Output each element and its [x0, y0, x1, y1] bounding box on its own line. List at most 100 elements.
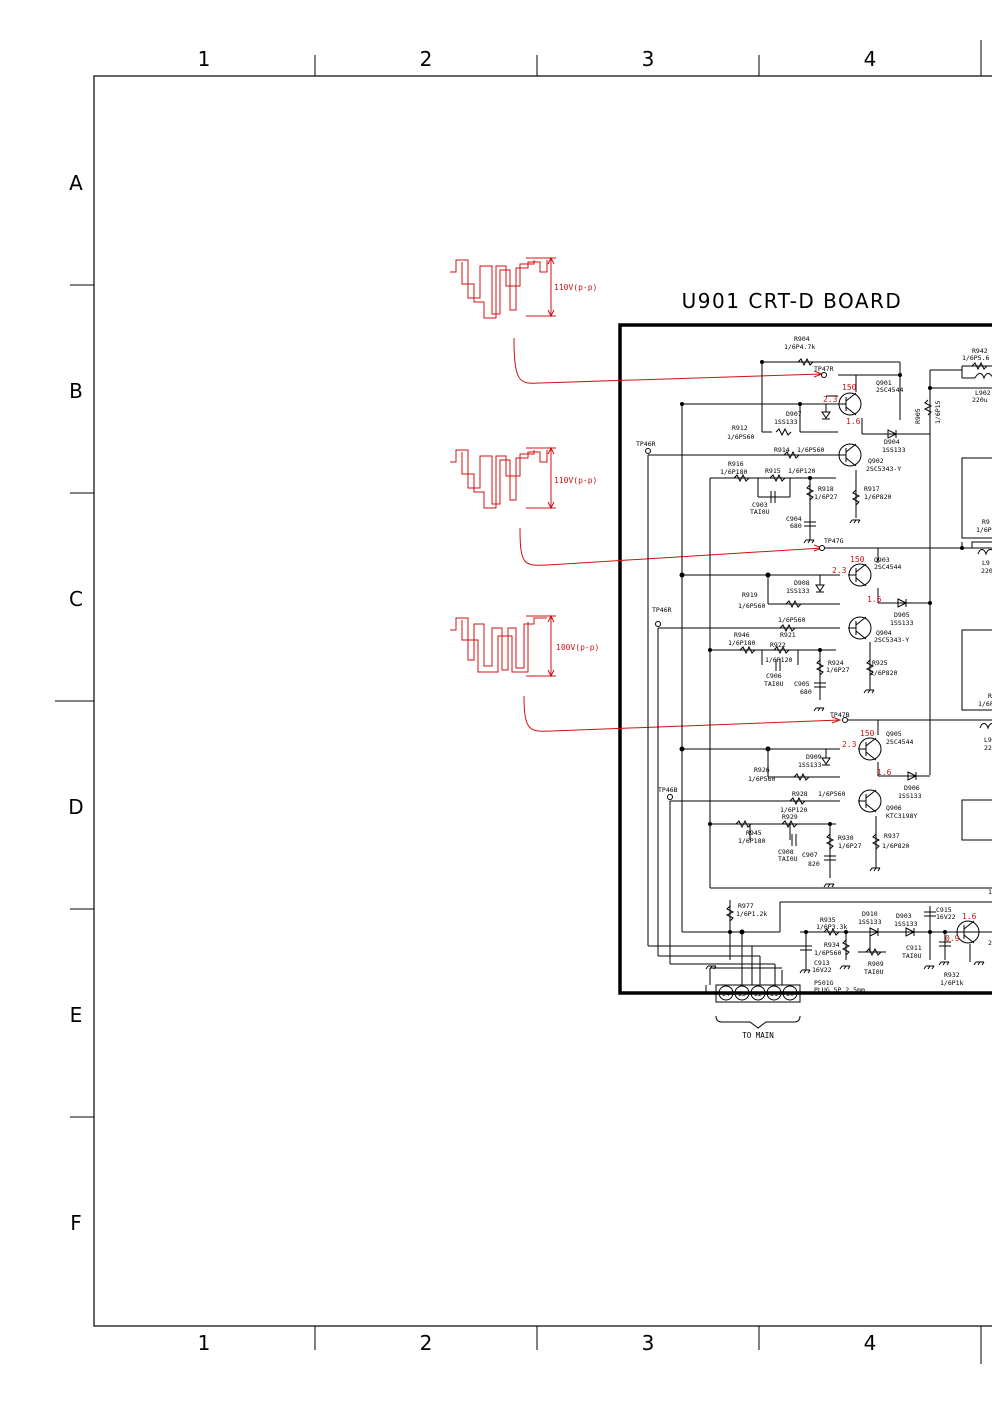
component-ref: R922	[770, 641, 786, 649]
component-ref: R904	[794, 335, 810, 343]
waveform-b	[450, 614, 842, 732]
component-ref: R9	[982, 518, 990, 526]
component-ref: L902	[975, 389, 991, 397]
component-ref: C906	[766, 672, 782, 680]
component-ref: D903	[896, 912, 912, 920]
test-point-label: TP47G	[824, 537, 844, 545]
component-ref: R929	[782, 813, 798, 821]
component-ref: R977	[738, 902, 754, 910]
connector-pin: 22	[754, 990, 762, 998]
component-ref: R912	[732, 424, 748, 432]
test-point-label: TP46R	[652, 606, 672, 614]
component-ref: R928	[792, 790, 808, 798]
component-ref: Q905	[886, 730, 902, 738]
connector-pin-labels: 24 23 22 21 20	[722, 990, 794, 998]
component-ref: Q903	[874, 556, 890, 564]
component-ref: C905	[794, 680, 810, 688]
connector-pin: 24	[722, 990, 730, 998]
component-value: 1SS133	[858, 918, 882, 926]
column-label: 4	[864, 47, 877, 71]
component-value: 1/6P560	[814, 949, 841, 957]
component-ref: R924	[828, 659, 844, 667]
component-ref: Q904	[876, 629, 892, 637]
component-value: 1/6P180	[720, 468, 747, 476]
voltage-label: 1.6	[867, 595, 882, 604]
component-value: 1/6P560	[818, 790, 845, 798]
component-value: 820	[808, 860, 820, 868]
board-outline	[618, 323, 992, 995]
voltage-annotations: 150 2.3 1.6 150 2.3 1.6 150 2.3 1.6 1.6 …	[823, 383, 977, 943]
diode-symbols	[815, 411, 918, 937]
component-labels: R904 1/6P4.7k R942 1/6P5.6 L902 220u Q90…	[720, 335, 992, 987]
waveform-r	[450, 256, 824, 384]
component-ref: R918	[818, 485, 834, 493]
component-value: 2SC5343-Y	[874, 636, 909, 644]
component-value: 22	[984, 744, 992, 752]
voltage-label: 2.3	[842, 740, 857, 749]
connector-pin: 21	[770, 990, 778, 998]
component-value: 2	[988, 939, 992, 947]
component-value: 220	[981, 567, 992, 575]
component-ref: R932	[944, 971, 960, 979]
column-label: 2	[420, 47, 433, 71]
component-value: TAI0U	[778, 855, 798, 863]
component-ref: L9	[984, 736, 992, 744]
component-ref: C904	[786, 515, 802, 523]
component-ref: D906	[904, 784, 920, 792]
voltage-label: 1.6	[877, 768, 892, 777]
component-value: 1/6P120	[780, 806, 807, 814]
component-ref: R926	[754, 766, 770, 774]
waveform-amplitude: 110V(p-p)	[554, 283, 597, 292]
component-value: 1/6P560	[797, 446, 824, 454]
component-value: 680	[800, 688, 812, 696]
voltage-label: 2.3	[823, 395, 838, 404]
voltage-label: 2.3	[832, 566, 847, 575]
waveform-amplitude: 100V(p-p)	[556, 643, 599, 652]
component-ref: Q906	[886, 804, 902, 812]
component-ref: D905	[894, 611, 910, 619]
component-value: 2SC4544	[876, 386, 903, 394]
component-value: 1/6P	[976, 526, 992, 534]
component-value: 1/6P27	[838, 842, 862, 850]
component-value: 1/6P5.6	[962, 354, 989, 362]
row-labels: A B C D E F	[68, 171, 83, 1235]
voltage-label: 150	[850, 555, 865, 564]
component-ref: C911	[906, 944, 922, 952]
row-label: B	[69, 379, 83, 403]
component-value: 1/6P820	[882, 842, 909, 850]
column-label: 3	[642, 47, 655, 71]
component-ref: R915	[765, 467, 781, 475]
component-ref: Q902	[868, 457, 884, 465]
component-ref: D904	[884, 438, 900, 446]
component-value: 16V22	[812, 966, 832, 974]
component-value: 1/6P4.7k	[784, 343, 815, 351]
test-point-label: TP47B	[830, 711, 850, 719]
component-value: 1/6P3.3k	[816, 923, 847, 931]
component-ref: R916	[728, 460, 744, 468]
circuit-wiring	[647, 361, 992, 992]
column-labels-top: 1 2 3 4	[198, 47, 877, 71]
component-ref: R905	[914, 408, 922, 424]
component-value: 1SS133	[894, 920, 918, 928]
component-ref: R909	[868, 960, 884, 968]
component-ref: R935	[820, 916, 836, 924]
column-label: 3	[642, 1331, 655, 1355]
component-ref: L9	[982, 559, 990, 567]
test-point-label: TP46R	[636, 440, 656, 448]
row-label: D	[68, 795, 83, 819]
component-value: 1/6P1k	[940, 979, 964, 987]
voltage-label: 150	[842, 383, 857, 392]
junctions	[679, 360, 964, 935]
inductor-symbols	[961, 457, 992, 841]
column-label: 4	[864, 1331, 877, 1355]
component-ref: R	[988, 692, 992, 700]
row-label: F	[70, 1211, 82, 1235]
component-value: TAI0U	[750, 508, 770, 516]
component-value: 680	[790, 522, 802, 530]
test-point-label: TP46B	[658, 786, 678, 794]
component-value: 220u	[972, 396, 988, 404]
component-value: TAI0U	[764, 680, 784, 688]
test-point-label: TP47R	[814, 365, 834, 373]
component-value: 1/6P820	[864, 493, 891, 501]
component-value: KTC3198Y	[886, 812, 917, 820]
